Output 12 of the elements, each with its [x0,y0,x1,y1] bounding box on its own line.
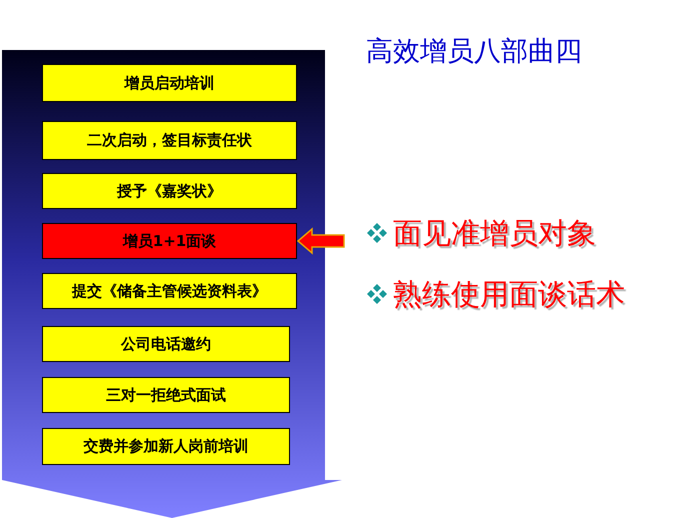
step-box: 二次启动，签目标责任状 [42,121,297,160]
title: 高效增员八部曲四 [366,35,582,69]
bullet-text: 熟练使用面谈话术 [393,276,625,313]
step-box: 增员启动培训 [42,64,297,102]
step-box: 公司电话邀约 [42,326,290,362]
highlighted-step-box: 增员1+1面谈 [42,223,297,259]
step-box: 三对一拒绝式面试 [42,377,290,413]
step-box: 授予《嘉奖状》 [42,173,297,209]
bullet-text: 面见准增员对象 [393,215,596,252]
arrow [296,227,345,255]
step-box: 交费并参加新人岗前培训 [42,428,290,465]
step-box: 提交《储备主管候选资料表》 [42,273,297,309]
